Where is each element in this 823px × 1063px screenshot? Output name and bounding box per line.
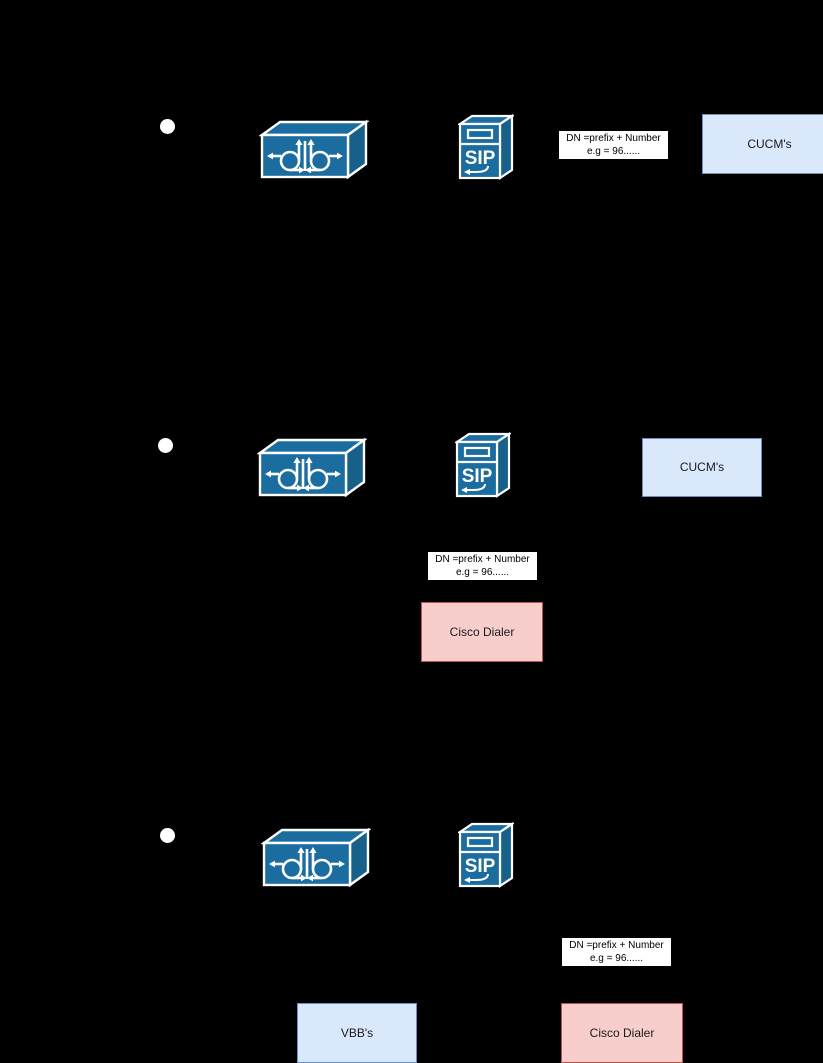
cisco-router-icon [256, 437, 368, 499]
node-cucm-1[interactable]: CUCM's [702, 114, 823, 174]
sip-gateway-icon: SIP [453, 431, 513, 500]
bullet-scenario-1 [160, 119, 175, 134]
edge-label-line1: DN =prefix + Number [569, 940, 664, 951]
sip-gateway-icon: SIP [456, 821, 516, 890]
edge-label-dn-2: DN =prefix + Number e.g = 96...... [428, 552, 537, 580]
cisco-router-icon [260, 827, 372, 889]
svg-text:SIP: SIP [462, 466, 493, 487]
sip-gateway-icon: SIP [456, 113, 516, 182]
node-vbb-label: VBB's [340, 1025, 374, 1040]
edge-label-line1: DN =prefix + Number [435, 554, 530, 565]
node-vbb[interactable]: VBB's [297, 1003, 417, 1063]
node-cucm-2[interactable]: CUCM's [642, 438, 762, 497]
node-cisco-dialer-1[interactable]: Cisco Dialer [421, 602, 543, 662]
node-cucm-2-label: CUCM's [679, 460, 725, 475]
node-cisco-dialer-2[interactable]: Cisco Dialer [561, 1003, 683, 1063]
node-cisco-dialer-2-label: Cisco Dialer [589, 1025, 655, 1040]
cisco-router-icon [258, 119, 370, 181]
node-cisco-dialer-1-label: Cisco Dialer [449, 624, 515, 639]
edge-label-line1: DN =prefix + Number [566, 133, 661, 144]
bullet-scenario-3 [160, 828, 175, 843]
edge-label-dn-1: DN =prefix + Number e.g = 96...... [559, 131, 668, 159]
edge-label-dn-3: DN =prefix + Number e.g = 96...... [562, 938, 671, 966]
edge-label-line2: e.g = 96...... [589, 953, 644, 964]
svg-text:SIP: SIP [465, 148, 496, 169]
edge-label-line2: e.g = 96...... [455, 567, 510, 578]
bullet-scenario-2 [158, 438, 173, 453]
edge-label-line2: e.g = 96...... [586, 146, 641, 157]
svg-text:SIP: SIP [465, 856, 496, 877]
node-cucm-1-label: CUCM's [747, 136, 792, 151]
